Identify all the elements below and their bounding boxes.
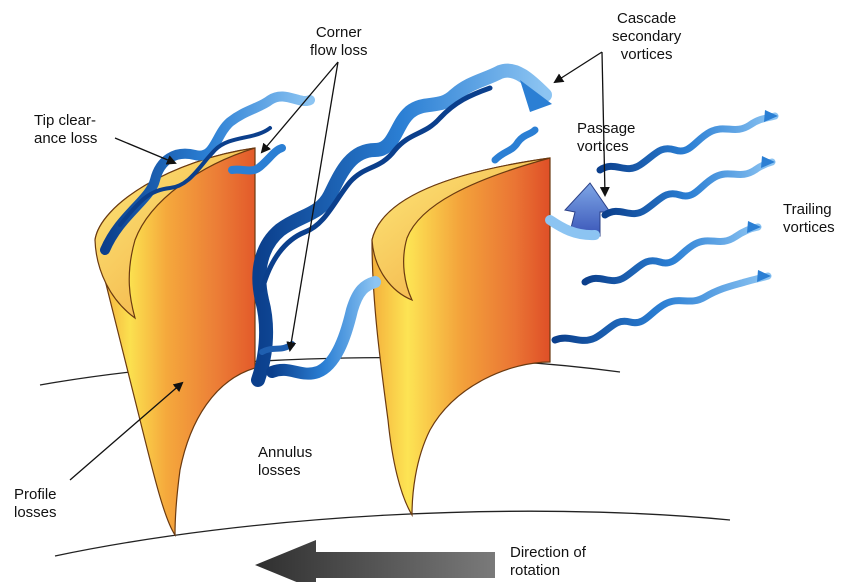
- direction-of-rotation-label: Direction of rotation: [510, 544, 586, 580]
- profile-losses-label: Profile losses: [14, 486, 57, 522]
- left-arrow-icon: [255, 540, 495, 582]
- trailing-vortex-3: [585, 227, 758, 282]
- passage-vortices-label: Passage vortices: [577, 120, 635, 156]
- blade-1: [95, 148, 255, 535]
- trailing-vortices-label: Trailing vortices: [783, 201, 835, 237]
- annulus-losses-label: Annulus losses: [258, 444, 312, 480]
- corner-flow-loss-label: Corner flow loss: [310, 24, 368, 60]
- blade-2: [372, 158, 550, 515]
- hub-curve-lower: [55, 511, 730, 556]
- blade-2-tip-ribbon: [495, 130, 535, 160]
- trailing-vortex-4: [555, 276, 768, 340]
- cascade-secondary-vortices-label: Cascade secondary vortices: [612, 10, 681, 64]
- tip-clearance-loss-label: Tip clear- ance loss: [34, 112, 97, 148]
